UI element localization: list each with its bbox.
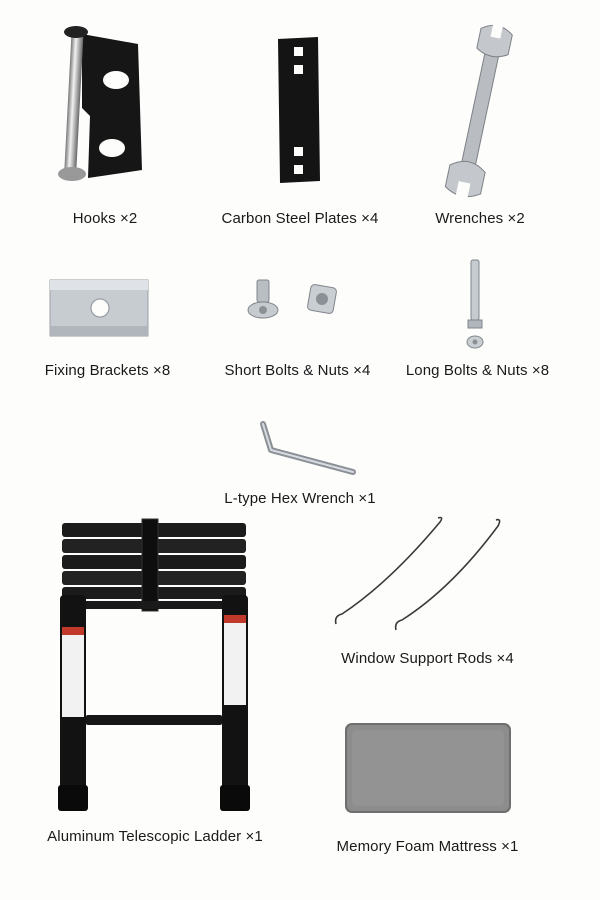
item-label: Short Bolts & Nuts ×4	[224, 362, 371, 379]
item-label: Wrenches ×2	[435, 210, 525, 227]
item-label: Aluminum Telescopic Ladder ×1	[47, 828, 263, 845]
wrench-icon	[444, 20, 513, 200]
ladder-icon	[58, 518, 250, 811]
item-label: Long Bolts & Nuts ×8	[405, 362, 550, 379]
item-label: Hooks ×2	[72, 210, 138, 227]
steel-plate-icon	[278, 37, 320, 183]
fixing-bracket-icon	[49, 279, 149, 337]
support-rod-icon	[334, 516, 501, 631]
hex-wrench-icon	[260, 421, 356, 475]
long-bolt-nut-icon	[466, 259, 484, 349]
short-bolt-nut-icon	[247, 279, 337, 319]
mattress-icon	[345, 723, 511, 813]
item-label: Memory Foam Mattress ×1	[336, 838, 519, 855]
item-label: Fixing Brackets ×8	[44, 362, 171, 379]
hook-icon	[58, 26, 142, 181]
item-label: Carbon Steel Plates ×4	[221, 210, 379, 227]
item-label: L-type Hex Wrench ×1	[224, 490, 376, 507]
item-label: Window Support Rods ×4	[341, 650, 514, 667]
